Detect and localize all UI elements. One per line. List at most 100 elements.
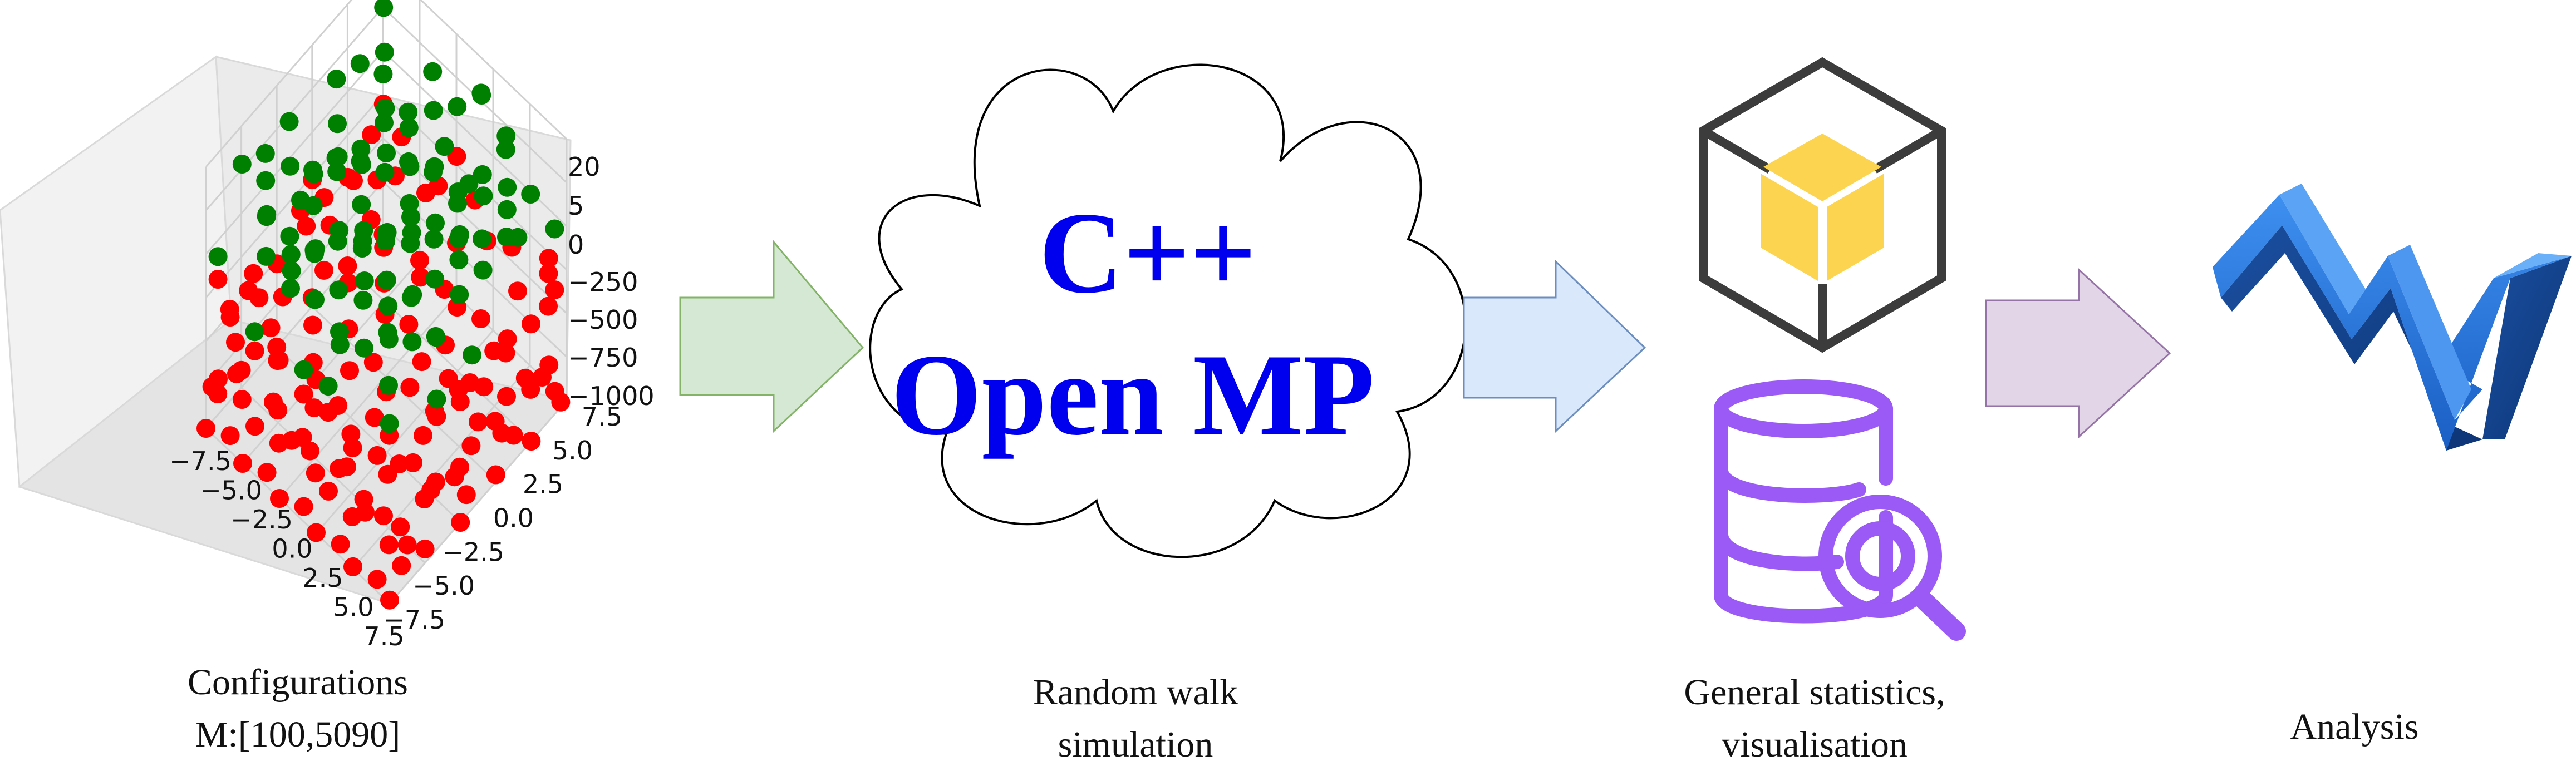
data-point (498, 177, 517, 197)
data-point (450, 457, 469, 477)
data-point (378, 323, 397, 342)
data-point (545, 382, 564, 401)
scatter-3d-plot: −7.5−5.0−2.50.02.55.07.5−7.5−5.0−2.50.02… (0, 0, 655, 651)
data-point (496, 140, 515, 159)
data-point (411, 268, 430, 287)
data-point (374, 506, 393, 526)
data-point (474, 186, 493, 206)
data-point (449, 250, 469, 269)
wall-grid-line (205, 50, 384, 255)
data-point (399, 152, 418, 171)
y-tick-label: 2.5 (523, 469, 563, 500)
wall-grid-line (205, 0, 353, 167)
data-point (291, 190, 310, 210)
data-point (282, 261, 301, 280)
data-point (376, 231, 396, 251)
data-point (497, 200, 517, 219)
data-point (378, 296, 398, 316)
data-point (281, 245, 301, 264)
data-point (486, 465, 505, 485)
data-point (449, 380, 468, 399)
data-point (545, 219, 564, 239)
x-tick-label: 5.0 (333, 592, 373, 622)
data-point (424, 229, 444, 249)
data-point (232, 390, 252, 409)
caption-analysis: Analysis (2215, 701, 2494, 753)
data-point (294, 497, 313, 516)
z-tick-label: −250 (568, 267, 638, 297)
arrow-to-simulation (679, 239, 864, 433)
data-point (473, 165, 492, 184)
data-point (352, 195, 371, 214)
data-point (539, 296, 558, 316)
data-point (268, 351, 287, 370)
data-point (474, 377, 494, 397)
data-point (351, 151, 370, 171)
data-point (350, 54, 370, 73)
x-tick-label: 7.5 (363, 621, 404, 651)
data-point (423, 62, 443, 81)
data-point (355, 338, 373, 358)
data-point (426, 327, 445, 346)
data-point (375, 42, 394, 62)
data-point (279, 112, 299, 131)
data-point (539, 355, 559, 375)
caption-simulation-line2: simulation (1058, 724, 1213, 765)
data-point (232, 155, 252, 174)
data-point (330, 322, 349, 342)
data-point (522, 314, 540, 334)
data-point (471, 83, 491, 103)
data-point (456, 485, 476, 505)
data-point (269, 433, 288, 453)
data-point (402, 332, 422, 352)
data-point (314, 260, 333, 280)
data-point (497, 387, 516, 406)
data-point (256, 171, 276, 190)
data-point (306, 290, 325, 309)
data-point (355, 271, 374, 290)
data-point (414, 426, 432, 445)
data-point (367, 570, 387, 589)
data-point (427, 407, 446, 426)
data-point (303, 315, 322, 335)
data-point (245, 322, 264, 342)
data-point (328, 231, 347, 251)
x-tick-label: 0.0 (272, 534, 312, 564)
data-point (459, 174, 479, 194)
caption-statistics-line1: General statistics, (1684, 672, 1945, 713)
x-tick-label: −2.5 (230, 505, 293, 535)
data-point (294, 360, 313, 379)
data-point (399, 118, 419, 137)
data-point (380, 414, 399, 433)
z-tick-label: 5 (568, 191, 584, 221)
data-point (397, 535, 417, 555)
data-point (449, 229, 468, 249)
data-point (448, 97, 467, 116)
data-point (261, 318, 281, 338)
data-point (425, 269, 445, 289)
data-point (539, 249, 558, 268)
data-point (522, 432, 541, 451)
data-point (239, 281, 258, 300)
data-point (342, 507, 362, 526)
data-point (427, 389, 446, 409)
data-point (424, 162, 443, 182)
data-point (471, 309, 490, 328)
data-point (461, 436, 481, 456)
data-point (257, 463, 277, 482)
plot-ticks: −7.5−5.0−2.50.02.55.07.5−7.5−5.0−2.50.02… (169, 152, 654, 651)
data-point (374, 0, 394, 17)
data-point (245, 341, 264, 360)
y-tick-label: 7.5 (582, 402, 622, 432)
data-point (337, 457, 356, 477)
trend-arrow-icon (2213, 184, 2572, 451)
y-tick-label: −5.0 (412, 571, 475, 601)
data-point (328, 114, 347, 134)
z-tick-label: −500 (568, 305, 638, 335)
data-point (399, 102, 418, 122)
caption-configurations-line1: Configurations (188, 662, 408, 703)
data-point (329, 280, 348, 300)
data-point (281, 156, 300, 176)
z-tick-label: −750 (568, 343, 638, 373)
cloud-label-cpp: C++ (1039, 189, 1257, 318)
